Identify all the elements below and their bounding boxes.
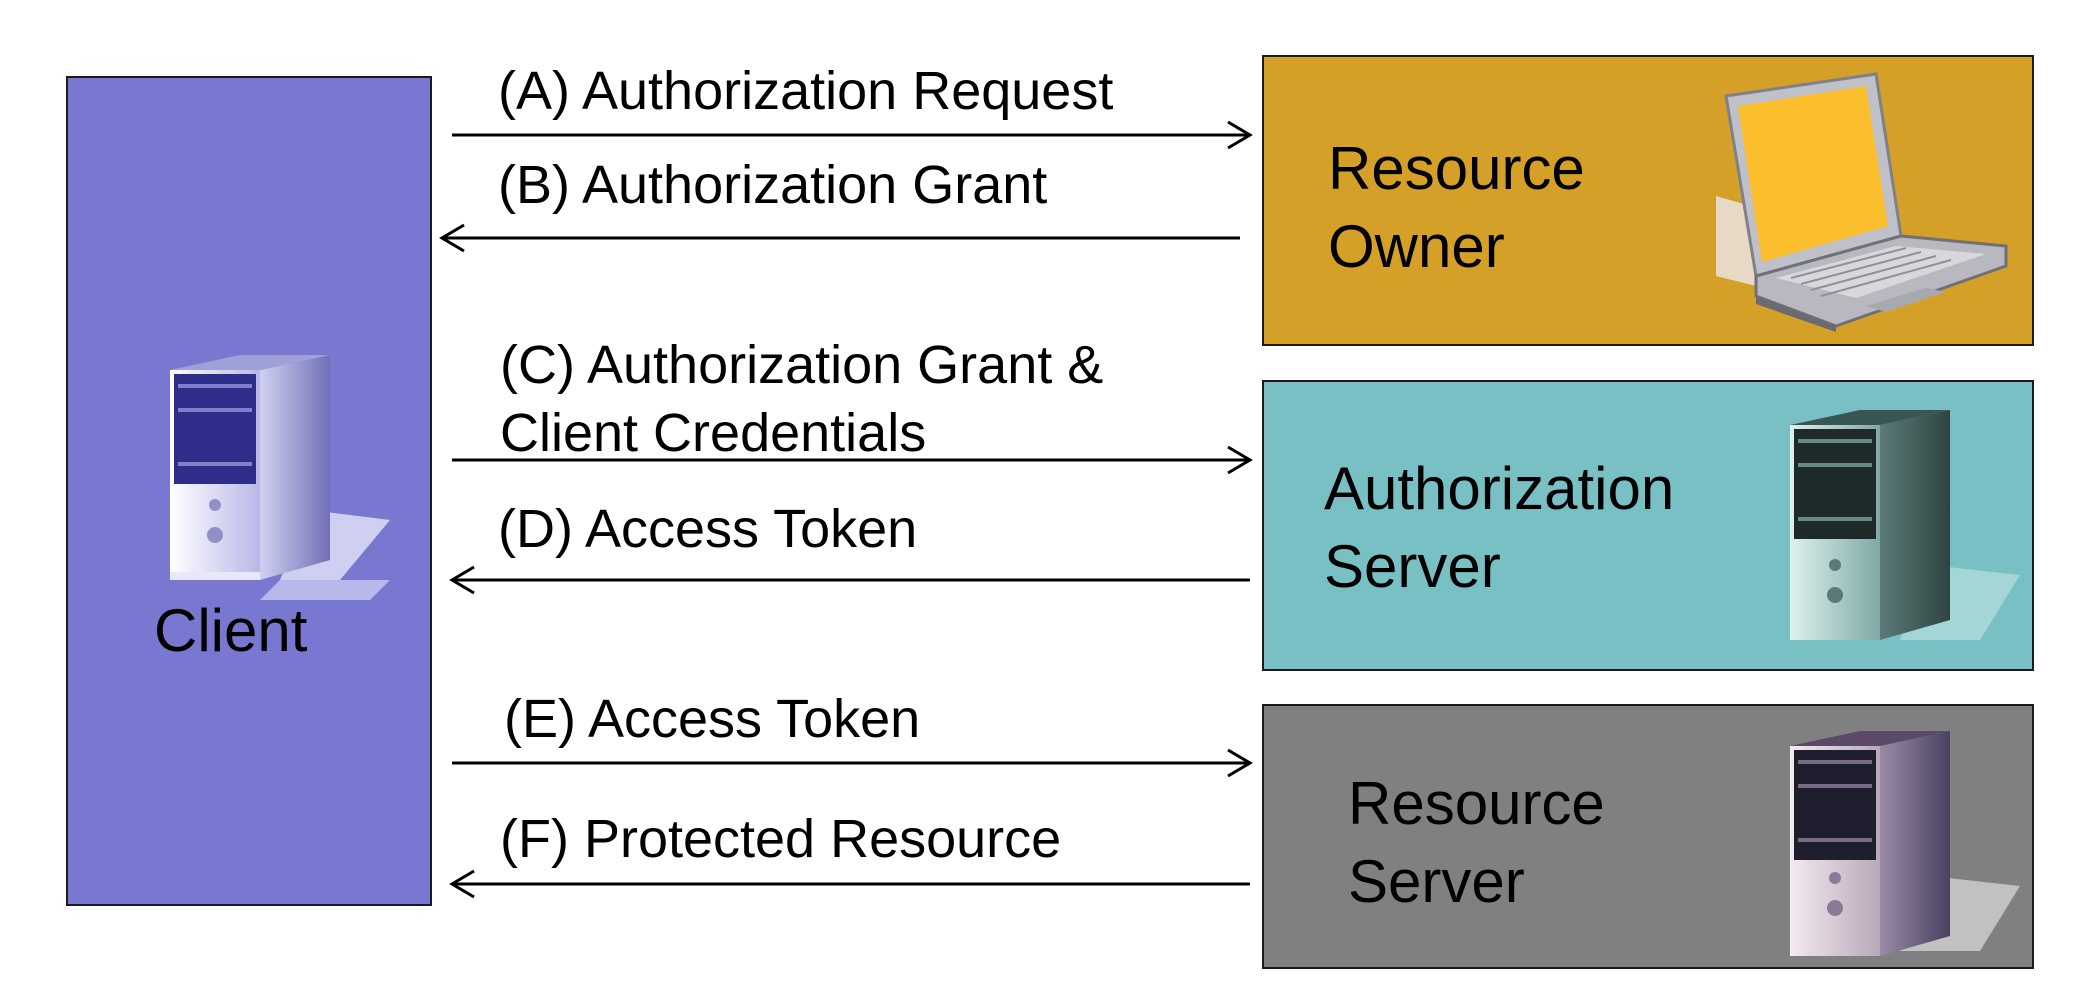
resource-owner-label: Resource Owner (1328, 135, 1585, 280)
message-c-label: (C) Authorization Grant & Client Credent… (500, 335, 1104, 463)
message-b-label: (B) Authorization Grant (498, 155, 1048, 215)
arrow-c (452, 445, 1253, 475)
arrow-d (449, 565, 1250, 595)
authorization-server-label: Authorization Server (1324, 455, 1675, 600)
arrow-f (449, 869, 1250, 899)
client-server-icon (170, 355, 390, 600)
message-e-label: (E) Access Token (504, 689, 921, 749)
message-a-label: (A) Authorization Request (498, 61, 1114, 121)
arrow-b (439, 223, 1240, 253)
resource-server-label: Resource Server (1348, 770, 1605, 915)
arrow-a (452, 120, 1253, 150)
message-f-label: (F) Protected Resource (500, 809, 1062, 869)
authorization-server-icon (1790, 410, 2020, 640)
laptop-icon (1716, 72, 2008, 332)
message-d-label: (D) Access Token (498, 499, 918, 559)
client-label: Client (154, 597, 308, 664)
resource-server-icon (1790, 731, 2020, 956)
arrow-e (452, 748, 1253, 778)
